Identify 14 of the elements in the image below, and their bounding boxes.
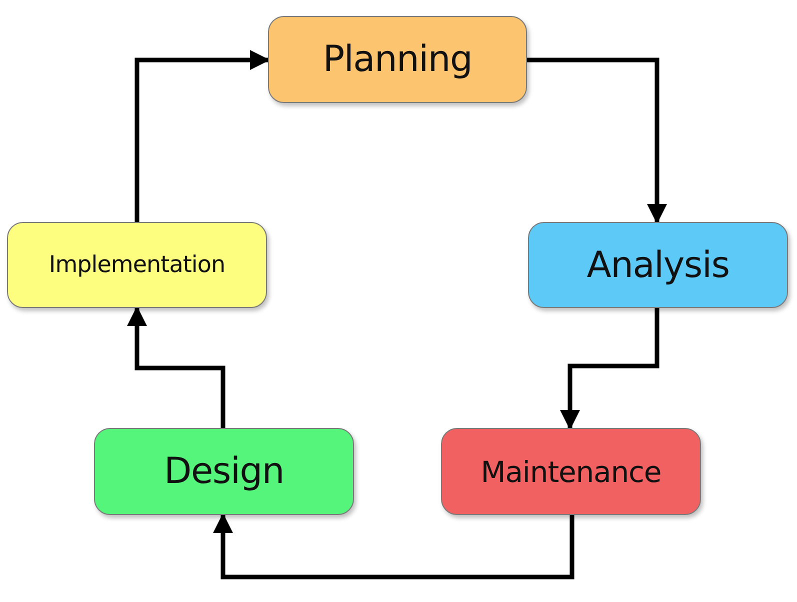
process-box [7,222,267,308]
box-label: Design [164,451,284,492]
process-box [528,222,788,308]
process-box [441,428,701,515]
process-box [268,16,527,103]
process-box [94,428,354,515]
box-label: Maintenance [480,454,662,488]
box-label: Implementation [48,252,226,278]
arrow [126,306,226,428]
arrow [560,308,660,430]
arrow [212,512,574,580]
box-label: Planning [322,39,472,80]
box-label: Analysis [586,244,730,286]
arrow [527,58,668,224]
